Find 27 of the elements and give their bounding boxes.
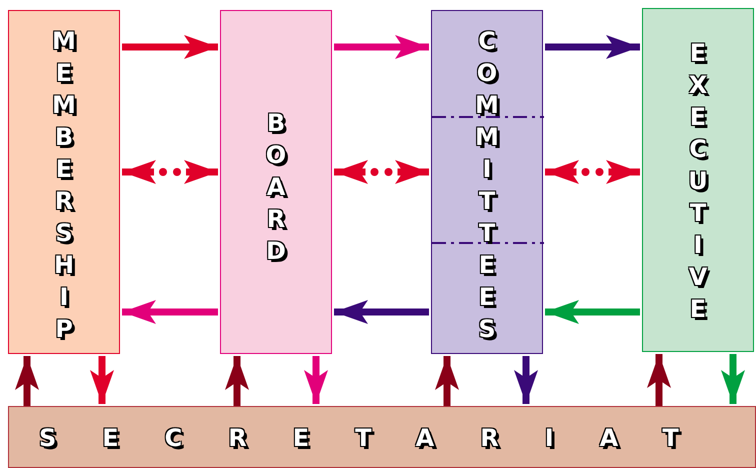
arrow <box>435 356 459 406</box>
arrow <box>514 356 538 404</box>
arrow <box>225 356 249 406</box>
arrow <box>545 160 640 184</box>
arrow <box>721 354 745 404</box>
arrow <box>545 300 640 324</box>
column-box <box>8 10 120 354</box>
secretariat-band <box>8 406 756 468</box>
arrow <box>122 35 218 59</box>
arrow <box>304 356 328 404</box>
arrow <box>545 35 640 59</box>
arrow <box>647 354 671 406</box>
arrow <box>122 160 218 184</box>
arrow <box>90 356 114 404</box>
column-box <box>642 8 754 352</box>
column-label: MEMBERSHIP <box>52 26 76 345</box>
column-box <box>220 10 332 354</box>
column-label: COMMITTEES <box>475 26 499 345</box>
arrow <box>334 35 429 59</box>
column-label: BOARD <box>264 108 288 267</box>
column-label: EXECUTIVE <box>687 38 709 325</box>
arrow <box>334 300 429 324</box>
band-label: SECRETARIAT <box>39 423 725 453</box>
arrow <box>122 300 218 324</box>
column-box <box>431 10 543 354</box>
arrow <box>15 356 39 406</box>
arrow <box>334 160 429 184</box>
